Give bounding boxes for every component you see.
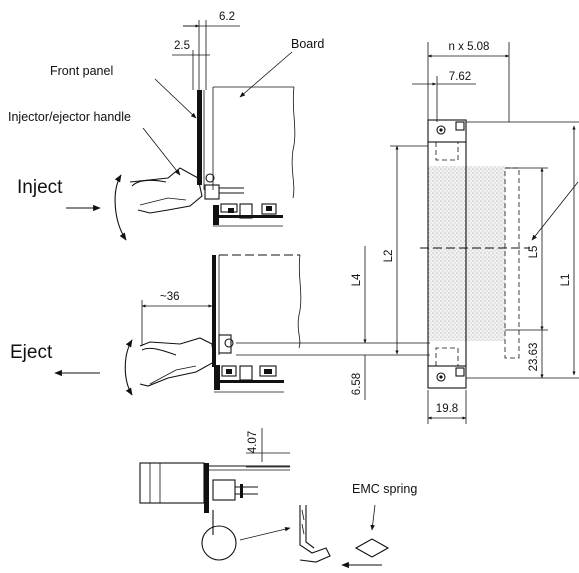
eject-view: ~36 Eject <box>10 254 430 396</box>
board-break-line <box>297 254 302 349</box>
connector-top <box>427 119 467 143</box>
screw-center <box>439 128 443 132</box>
handle-pivot <box>224 338 234 348</box>
side-view: n x 5.08 7.62 19.8 L2 <box>351 41 579 424</box>
dim-label-L4: L4 <box>351 273 363 286</box>
leader-arrow <box>531 181 579 241</box>
dim-label-L2: L2 <box>383 250 395 263</box>
dim-label-L1: L1 <box>560 274 572 287</box>
front-panel-plate <box>212 255 216 367</box>
spring-hatch <box>301 509 305 535</box>
board-break-line <box>291 86 296 199</box>
handle-detail <box>149 365 197 385</box>
rotation-arrow <box>124 339 133 396</box>
dim-label-6-2: 6.2 <box>219 11 235 23</box>
dim-label-4-07: 4.07 <box>247 431 259 453</box>
injector-handle-label: Injector/ejector handle <box>8 110 131 124</box>
hidden-outline <box>504 167 520 359</box>
front-panel-label: Front panel <box>50 64 113 78</box>
handle-detail <box>139 197 187 206</box>
dim-label-19-8: 19.8 <box>436 403 458 415</box>
dim-label-L5: L5 <box>528 246 540 259</box>
extrusion-profile <box>213 203 283 227</box>
handle-block <box>204 184 220 200</box>
screw-hole <box>436 125 446 135</box>
hidden-outline <box>435 142 459 161</box>
emc-detail: 4.07 EMC spring <box>139 428 417 569</box>
connector-bottom <box>427 365 467 389</box>
handle-block <box>218 334 232 354</box>
connector <box>212 479 236 501</box>
dim-label-n508: n x 5.08 <box>449 41 490 53</box>
handle-grip <box>131 179 167 187</box>
connector-pin <box>455 121 465 131</box>
inject-caption: Inject <box>17 177 63 198</box>
pin-head <box>240 484 243 498</box>
inject-view: 6.2 2.5 Board Front panel Injector/eject… <box>8 11 324 241</box>
front-panel-plate <box>204 463 209 513</box>
extrusion-profile <box>214 365 284 393</box>
hidden-outline <box>435 347 459 366</box>
front-panel-plate <box>197 90 202 185</box>
emc-spring-leader <box>370 504 376 531</box>
dim-label-36: ~36 <box>160 291 180 303</box>
detail-arrow <box>239 526 291 541</box>
board-leader <box>239 51 293 98</box>
emc-spring-part <box>354 538 390 558</box>
screw-hole <box>436 372 446 382</box>
eject-caption: Eject <box>10 342 53 363</box>
dim-label-2-5: 2.5 <box>174 40 190 52</box>
spring-profile <box>305 505 315 549</box>
dim-label-6-58: 6.58 <box>351 373 363 395</box>
emc-spring-label: EMC spring <box>352 482 417 496</box>
board-label: Board <box>291 37 324 51</box>
screw-center <box>439 375 443 379</box>
connector-pin <box>455 367 465 377</box>
dim-label-23-63: 23.63 <box>528 343 540 372</box>
spring-profile <box>299 505 331 563</box>
handle-grip <box>141 347 177 356</box>
handle-pivot <box>205 173 215 183</box>
dim-label-7-62: 7.62 <box>449 71 471 83</box>
detail-circle <box>201 525 237 561</box>
rotation-arrow <box>114 174 127 241</box>
handle-leader <box>142 127 181 176</box>
handle-body <box>129 167 203 214</box>
front-panel-leader <box>154 78 197 119</box>
handle-body <box>139 337 215 387</box>
